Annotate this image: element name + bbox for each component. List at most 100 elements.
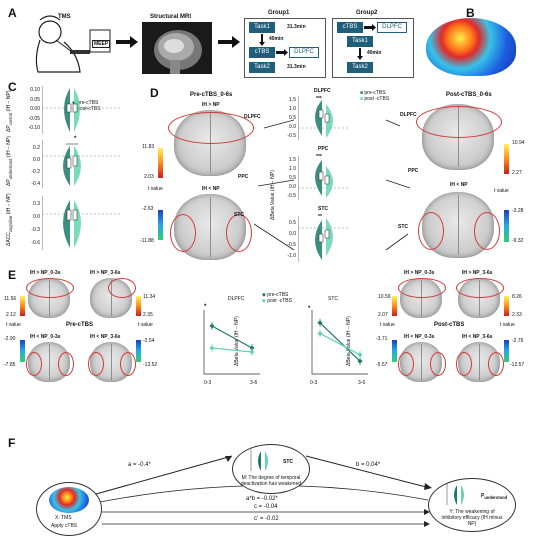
e-pre-roi-1 (26, 278, 74, 298)
e-pre-roi-3b (58, 352, 74, 376)
panel-letter-b: B (466, 6, 475, 20)
e-stc-chart (311, 310, 368, 375)
f-x-brain (49, 487, 89, 513)
e-left-warm-cbar (20, 296, 25, 316)
group2-right-arrow-icon (364, 24, 376, 31)
e-right-ih-lt-36: IH < NP_3-6s (462, 334, 493, 340)
tms-field-brain (426, 18, 516, 76)
f-y-region: Punderstood (481, 493, 508, 500)
d-right-warm-cbar (504, 144, 509, 174)
e-stc-xtick-1: 0-3 (310, 380, 318, 386)
e-chart-series-line (211, 325, 253, 349)
e-left-tvalue: t value (6, 322, 21, 328)
group2-ctbs: cTBS (337, 22, 363, 33)
d-ppc-label-right: PPC (408, 168, 419, 174)
d-stc-title: STC (318, 206, 328, 212)
arrow-a1-icon (116, 36, 138, 48)
panel-letter-e: E (8, 268, 17, 282)
e-legend: ◆ pre-cTBS ◆ post -cTBS (262, 292, 292, 304)
e-stc-sig: * (308, 306, 311, 312)
d-ppc-title: PPC (318, 146, 329, 152)
d-pre-stc-roi-right (226, 214, 252, 252)
d-right-warm-max: 10.94 (512, 140, 525, 146)
e-right-warm-min: 2.07 (378, 312, 388, 318)
d-pre-ih-lt: IH < NP (202, 186, 220, 192)
d-arrows (253, 119, 411, 251)
d-post-stc-roi-right (474, 212, 500, 250)
d-pre-stc-roi-left (170, 214, 196, 252)
d-post-stc-roi-left (418, 212, 444, 250)
group2-wait: 40min (367, 50, 382, 56)
e-left-cool2-min: -13.52 (143, 362, 158, 368)
f-mediator-region: STC (283, 459, 293, 465)
mri-title: Structural MRI (150, 14, 192, 20)
c2-violins (42, 140, 122, 188)
e-chart-point (209, 345, 215, 351)
group2-down-arrow-icon (357, 48, 363, 60)
group1-dlpfc: DLPFC (289, 47, 319, 58)
panel-letter-c: C (8, 80, 17, 94)
d-legend-post: ■ post -cTBS (360, 96, 390, 102)
f-x-node: X: TMS Apply cTBS (36, 482, 102, 536)
d-pre-dlpfc-roi (168, 112, 254, 144)
e-chart-series-line (211, 347, 253, 353)
d-right-cool-max: -3.28 (512, 208, 524, 214)
f-path-c: c = -0.04 (254, 504, 278, 510)
group1-box: Task1 31.3min 40min cTBS DLPFC Task2 31.… (244, 18, 326, 78)
group1-task1: Task1 (249, 22, 275, 33)
e-right-cool-cbar (392, 340, 397, 362)
e-post-roi-1 (398, 278, 446, 298)
group1-time2: 31.3min (287, 64, 306, 70)
e-right-ih-gt-36: IH > NP_3-6s (462, 270, 493, 276)
e-left-warm2-cbar (136, 296, 141, 316)
d-legend: ■ pre-cTBS ■ post -cTBS (360, 90, 389, 102)
e-left-ih-gt-36: IH > NP_3-6s (90, 270, 121, 276)
group2-title: Group2 (356, 10, 378, 16)
mri-image (142, 22, 212, 74)
d-dlpfc-label-right: DLPFC (400, 112, 417, 118)
e-left-cool-max: -2.90 (4, 336, 16, 342)
e-pre-roi-3a (26, 352, 42, 376)
e-right-cool2-min: -12.57 (510, 362, 525, 368)
d-left-warm-min: 2.03 (144, 174, 154, 180)
e-legend-post: ◆ post -cTBS (262, 298, 292, 304)
d-stc-violins (298, 216, 350, 262)
d-post-ih-lt: IH < NP (450, 182, 468, 188)
d-post-title: Post-cTBS_0-6s (446, 92, 492, 98)
e-pre-label: Pre-cTBS (66, 322, 94, 328)
e-chart-axes (203, 310, 260, 375)
f-path-ab: a*b = -0.02* (246, 496, 278, 502)
panel-letter-f: F (8, 436, 16, 450)
e-right-cool2-max: -2.76 (512, 338, 524, 344)
meep-label: MEEP (92, 40, 111, 48)
d-stc-sig: ** (318, 214, 322, 220)
e-right-cool-max: -3.71 (376, 336, 388, 342)
e-post-label: Post-cTBS (434, 322, 465, 328)
e-left-ih-lt-36: IH < NP_3-6s (90, 334, 121, 340)
d-left-cool-min: -11.88 (140, 238, 154, 244)
group2-dlpfc: DLPFC (377, 22, 407, 33)
group1-ctbs: cTBS (249, 47, 275, 58)
d-dlpfc-violins (298, 96, 350, 140)
panel-letter-d: D (150, 86, 159, 100)
f-x-label: X: TMS (55, 515, 72, 521)
e-chart-series-line (319, 322, 361, 362)
mri-head-icon (154, 30, 202, 74)
e-right-tvalue2: t value (500, 322, 515, 328)
e-left-ih-lt-03: IH < NP_0-3s (30, 334, 61, 340)
d-left-warm-cbar (158, 148, 163, 178)
e-dlpfc-sig: * (204, 304, 207, 310)
tms-label: TMS (58, 14, 71, 20)
f-path-a: a = -0.4* (128, 462, 151, 468)
e-chart-point (209, 323, 215, 329)
d-dlpfc-label-left: DLPFC (244, 114, 261, 120)
d-stc-label-left: STC (234, 212, 244, 218)
group1-task2: Task2 (249, 62, 275, 73)
group2-box: cTBS DLPFC Task1 40min Task2 (332, 18, 414, 78)
f-y-node: Punderstood Y: The weakening of inhibito… (428, 478, 516, 532)
c1-ylabel: ΔPcontrol (IH − NP) (6, 90, 13, 132)
